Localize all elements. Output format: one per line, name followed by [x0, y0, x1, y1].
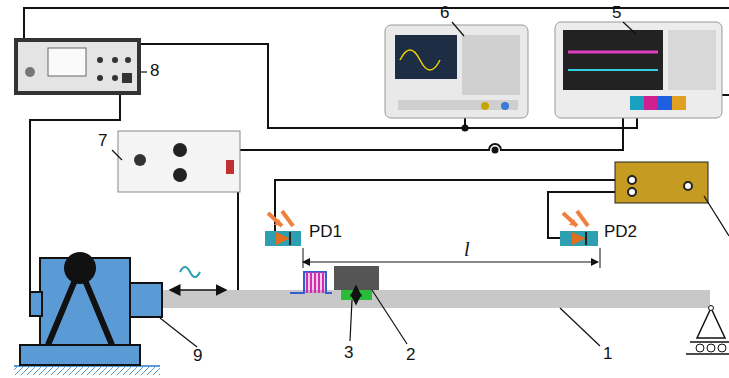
callout-number: 7: [98, 132, 107, 151]
sensor-name: PD2: [604, 223, 637, 242]
dimension-label: l: [464, 238, 470, 260]
callout-number: 3: [344, 344, 353, 363]
callout-number: 6: [440, 4, 449, 23]
callout-number: 2: [406, 346, 415, 365]
callout-number: 8: [150, 62, 159, 81]
sensor-name: PD1: [309, 223, 342, 242]
callout-number: 9: [193, 347, 202, 366]
callout-number: 1: [603, 345, 612, 364]
callout-number: 5: [612, 4, 621, 23]
